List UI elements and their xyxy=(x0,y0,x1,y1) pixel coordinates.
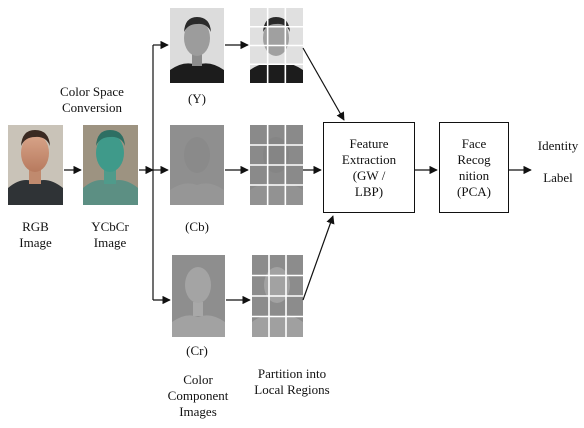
feature-extraction-box: Feature Extraction (GW / LBP) xyxy=(323,122,415,213)
cb-channel-image xyxy=(170,125,224,205)
arrow-y-to-feature xyxy=(302,47,345,121)
partition-local-regions-label: Partition into Local Regions xyxy=(254,366,330,397)
rgb-face-image xyxy=(8,125,63,205)
y-channel-image xyxy=(170,8,224,83)
color-space-conversion-label: Color Space Conversion xyxy=(60,84,124,115)
color-component-images-label: Color Component Images xyxy=(167,372,229,419)
y-channel-label: (Y) xyxy=(187,91,207,106)
connectors xyxy=(64,40,532,305)
cb-partition-grid xyxy=(250,125,303,205)
ycbcr-image xyxy=(83,125,138,205)
cr-partition-grid xyxy=(252,255,303,337)
y-partition-grid xyxy=(250,8,303,83)
ycbcr-image-label: YCbCr Image xyxy=(91,219,129,250)
face-recognition-box: Face Recog nition (PCA) xyxy=(439,122,509,213)
cr-channel-label: (Cr) xyxy=(186,343,208,358)
arrow-cr-to-feature xyxy=(302,215,335,301)
cb-channel-label: (Cb) xyxy=(185,219,209,234)
cr-channel-image xyxy=(172,255,225,337)
identity-label: Identity Label xyxy=(537,138,579,185)
rgb-image-label: RGB Image xyxy=(19,219,52,250)
